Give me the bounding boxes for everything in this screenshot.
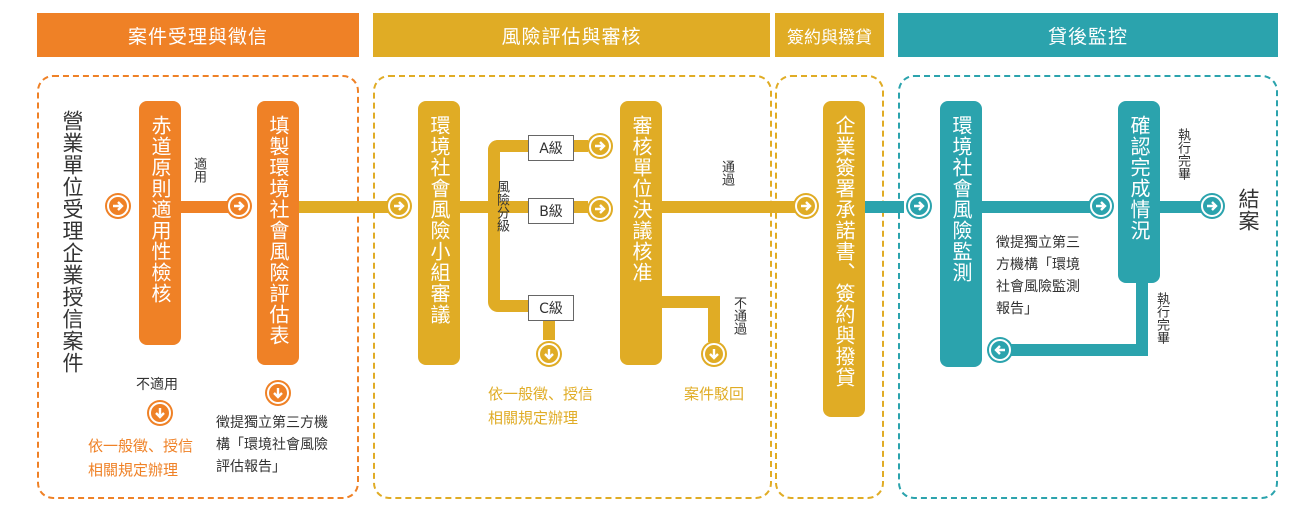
close-text: 結案 xyxy=(1236,188,1260,232)
arrow-right-icon xyxy=(388,195,410,217)
connector-to-monitor xyxy=(864,201,904,213)
start-text: 營業單位受理企業授信案件 xyxy=(60,110,84,374)
note-general-rules: 依一般徵、授信 相關規定辦理 xyxy=(88,437,194,479)
node-fill-form: 填製環境社會風險評估表 xyxy=(257,101,299,365)
label-not-passed: 不通過 xyxy=(731,296,746,335)
label-passed: 通過 xyxy=(719,160,734,186)
node-approval: 審核單位決議核准 xyxy=(620,101,662,365)
connector-confirm-down xyxy=(1136,280,1148,356)
label-applicable: 適用 xyxy=(191,157,206,183)
arrow-right-icon xyxy=(1201,195,1223,217)
frame-risk xyxy=(373,75,772,499)
node-risk-panel: 環境社會風險小組審議 xyxy=(418,101,460,365)
grade-b-box: B級 xyxy=(528,198,574,224)
arrow-left-icon xyxy=(989,339,1011,361)
header-risk-assessment: 風險評估與審核 xyxy=(373,13,770,57)
arrow-down-icon xyxy=(703,343,725,365)
connector-loop-back xyxy=(1000,344,1148,356)
connector-passed xyxy=(660,201,795,213)
arrow-right-icon xyxy=(228,195,250,217)
arrow-right-icon xyxy=(589,198,611,220)
node-equator-check: 赤道原則適用性檢核 xyxy=(139,101,181,345)
arrow-right-icon xyxy=(1090,195,1112,217)
label-risk-grading: 風險分級 xyxy=(494,180,509,232)
note-monitor-report: 徵提獨立第三 方機構「環境 社會風險監測 報告」 xyxy=(996,235,1080,317)
arrow-right-icon xyxy=(589,135,611,157)
connector-monitor-confirm xyxy=(980,201,1092,213)
arrow-down-icon xyxy=(149,402,171,424)
arrow-right-icon xyxy=(908,195,930,217)
connector-not-passed xyxy=(660,296,720,308)
arrow-right-icon xyxy=(107,195,129,217)
grade-c-box: C級 xyxy=(528,295,574,321)
arrow-right-icon xyxy=(795,195,817,217)
frame-sign xyxy=(775,75,884,499)
arrow-down-icon xyxy=(538,343,560,365)
connector-to-close xyxy=(1160,201,1202,213)
connector-to-panel xyxy=(296,201,390,213)
frame-case xyxy=(37,75,359,499)
header-case-acceptance: 案件受理與徵信 xyxy=(37,13,359,57)
node-contract: 企業簽署承諾書、簽約與撥貸 xyxy=(823,101,865,417)
note-independent-report: 徵提獨立第三方機 構「環境社會風險 評估報告」 xyxy=(216,415,328,475)
label-not-applicable: 不適用 xyxy=(136,377,178,393)
note-rejected: 案件駁回 xyxy=(684,385,745,403)
connector-applicable xyxy=(178,201,230,213)
note-c-general-rules: 依一般徵、授信 相關規定辦理 xyxy=(488,385,594,427)
arrow-down-icon xyxy=(267,382,289,404)
label-exec-done-side: 執行完畢 xyxy=(1154,292,1169,344)
node-monitor: 環境社會風險監測 xyxy=(940,101,982,367)
node-confirm: 確認完成情況 xyxy=(1118,101,1160,283)
connector-grade-spine xyxy=(488,140,500,310)
frame-post xyxy=(898,75,1278,499)
label-exec-done-top: 執行完畢 xyxy=(1175,128,1190,180)
connector-not-passed-down xyxy=(708,296,720,342)
header-post-loan: 貸後監控 xyxy=(898,13,1278,57)
header-signing: 簽約與撥貸 xyxy=(775,13,884,57)
connector-panel-grade xyxy=(458,201,494,213)
grade-a-box: A級 xyxy=(528,135,574,161)
